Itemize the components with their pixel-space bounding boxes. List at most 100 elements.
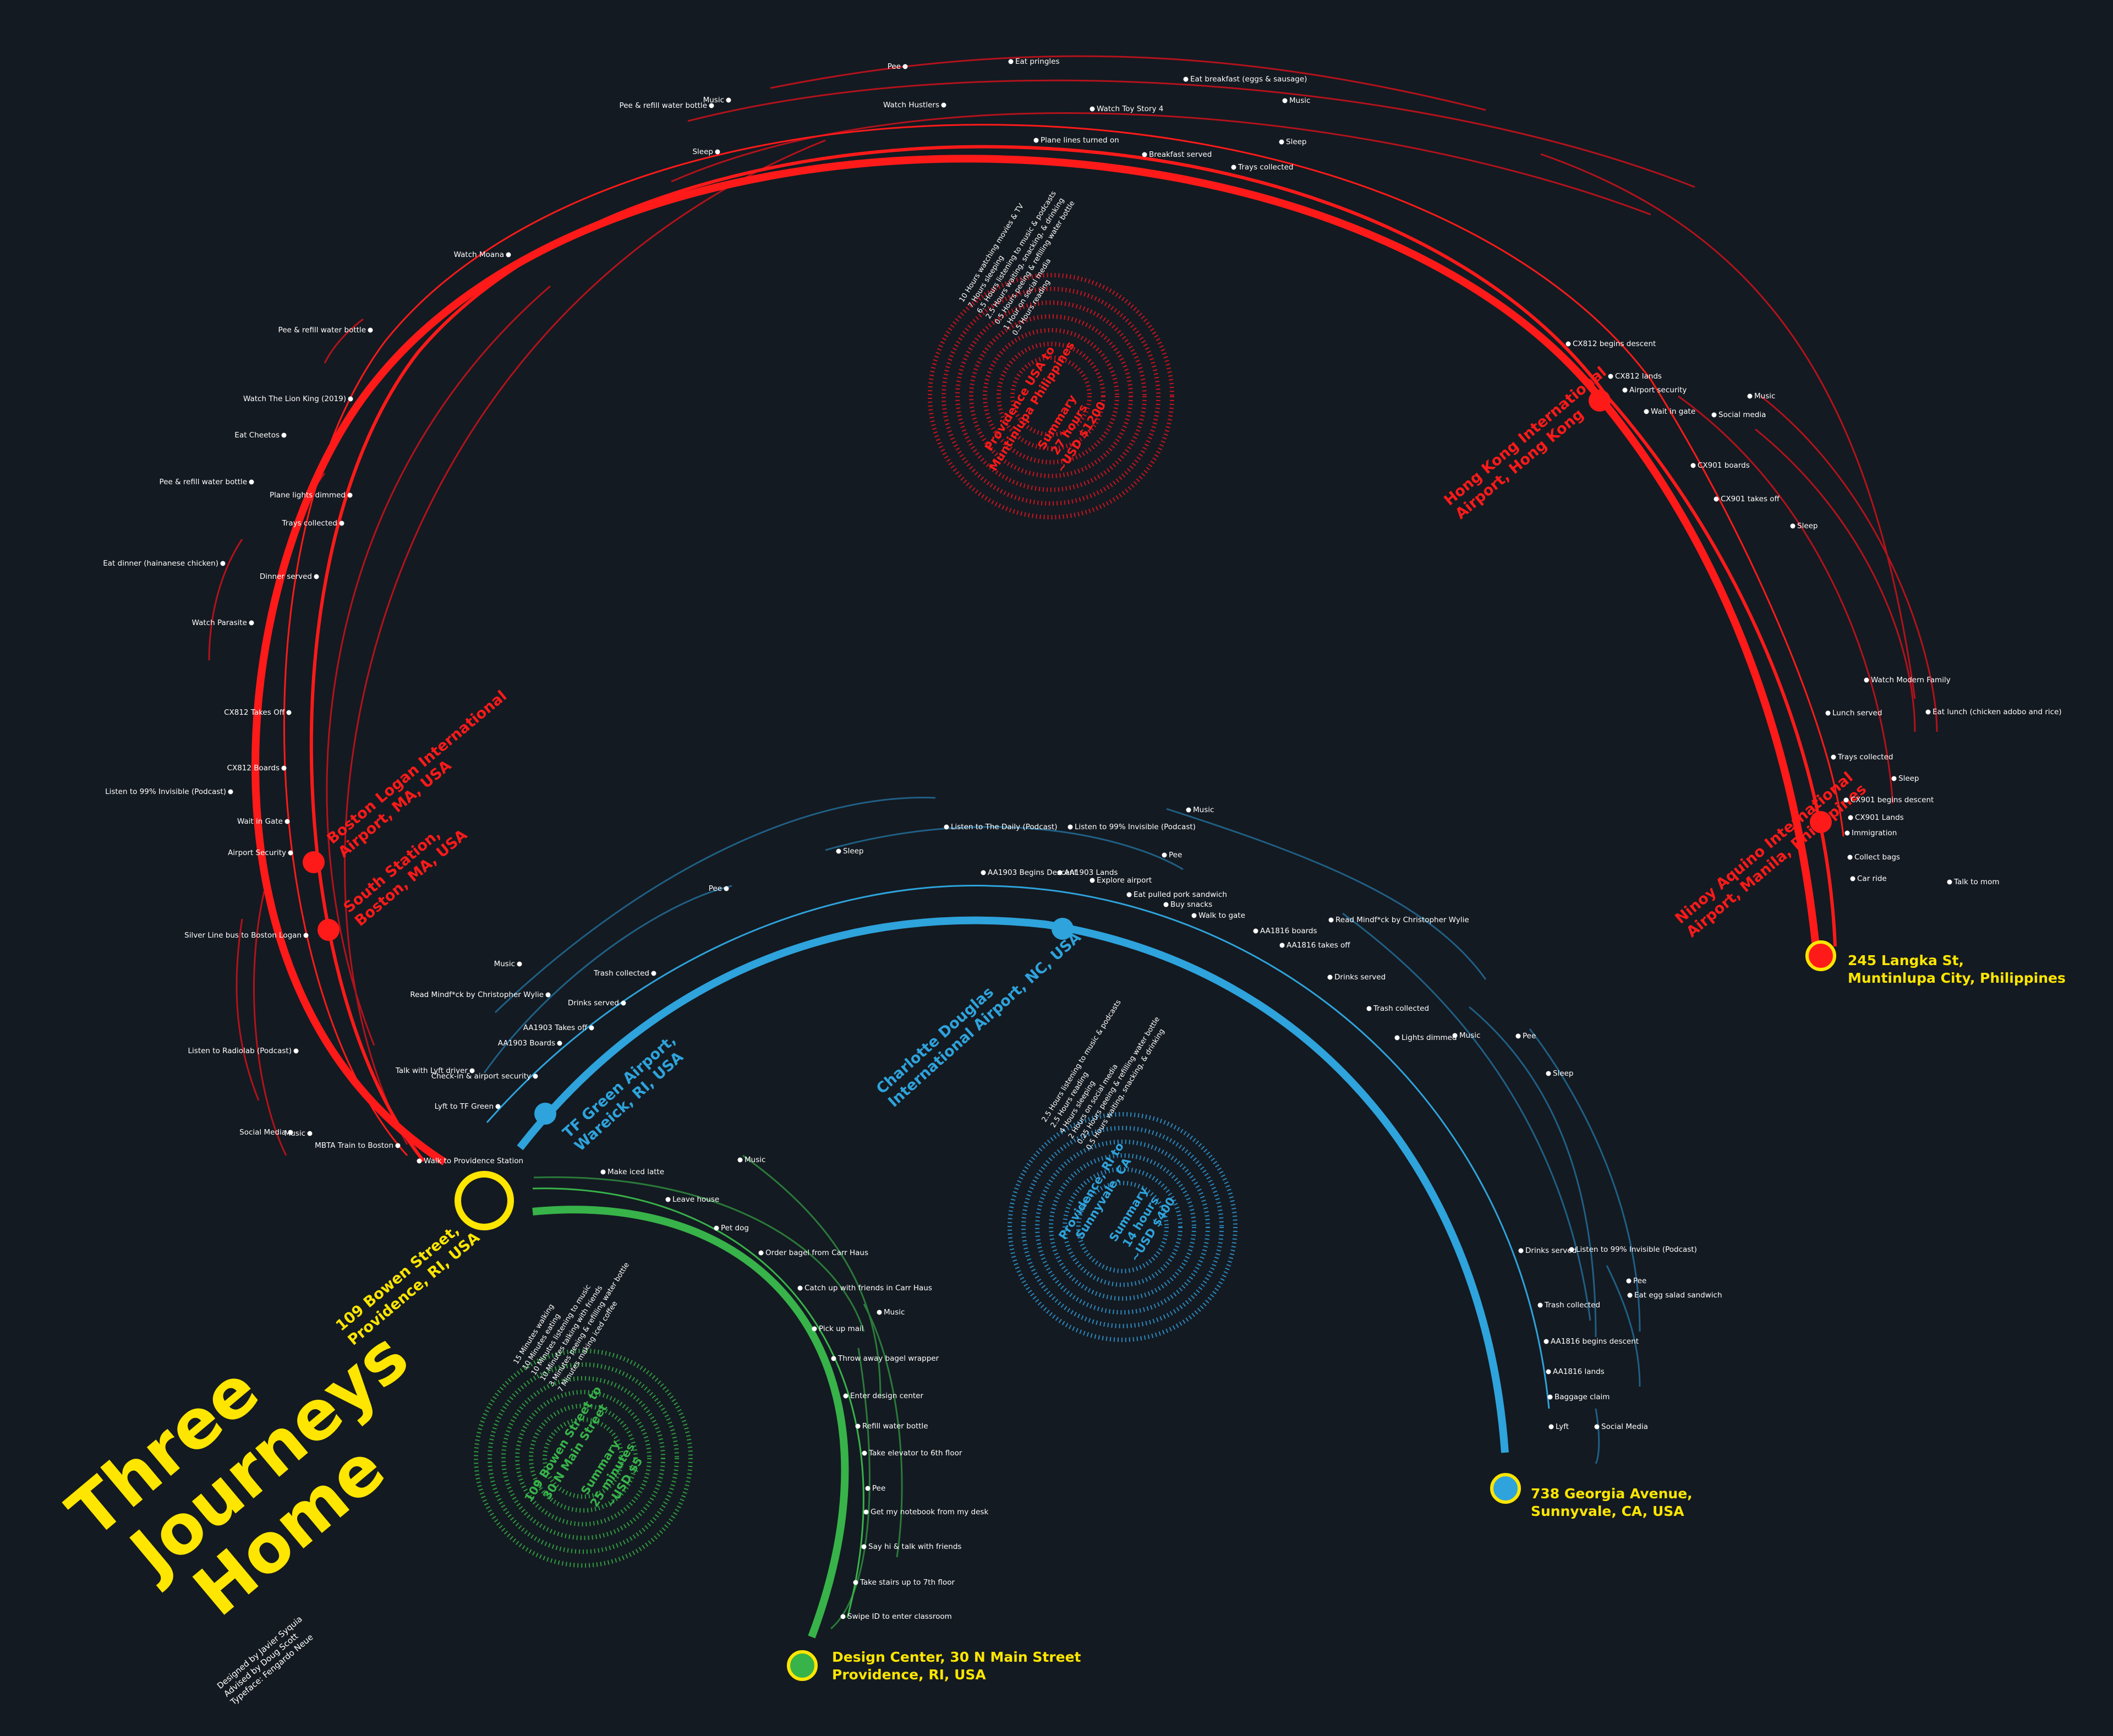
event-item: Read Mindf*ck by Christopher Wylie — [1328, 916, 1469, 924]
event-item: Watch Modern Family — [1864, 676, 1951, 684]
event-label: Music — [884, 1308, 905, 1317]
event-item: Listen to The Daily (Podcast) — [944, 823, 1058, 831]
event-item: Pee — [709, 884, 729, 893]
event-item: Pee & refill water bottle — [278, 326, 373, 335]
event-dot — [862, 1450, 867, 1456]
event-label: Pick up mail — [819, 1324, 863, 1333]
event-dot — [1594, 1424, 1600, 1430]
event-label: Wait in gate — [1651, 407, 1695, 416]
event-item: Music — [703, 96, 731, 105]
event-item: Music — [1186, 806, 1214, 814]
event-dot — [1644, 409, 1649, 414]
event-label: Pee — [888, 62, 901, 71]
event-label: Car ride — [1857, 874, 1887, 883]
event-dot — [1366, 1006, 1372, 1011]
event-item: Watch Toy Story 4 — [1090, 105, 1163, 113]
event-label: Talk with Lyft driver — [395, 1066, 468, 1075]
event-item: Trays collected — [282, 519, 344, 528]
red-summary-rings — [928, 273, 1174, 519]
event-item: Take stairs up to 7th floor — [853, 1578, 955, 1587]
event-dot — [557, 1040, 562, 1046]
event-label: Check-in & airport security — [431, 1072, 531, 1081]
event-label: Music — [1193, 806, 1214, 814]
event-dot — [1690, 463, 1696, 468]
red-stop-markers — [303, 390, 1832, 941]
event-label: Silver Line bus to Boston Logan — [184, 931, 302, 940]
event-label: AA1816 boards — [1260, 927, 1317, 935]
event-label: Baggage claim — [1554, 1393, 1610, 1401]
event-label: AA1903 Begins Descent — [988, 868, 1077, 877]
stop-marker — [534, 1103, 556, 1125]
event-label: Lunch served — [1832, 709, 1882, 718]
event-label: Dinner served — [260, 572, 312, 581]
event-label: Social media — [1718, 410, 1766, 419]
event-label: Get my notebook from my desk — [871, 1508, 988, 1516]
event-item: Music — [1452, 1031, 1480, 1040]
event-dot — [1183, 76, 1189, 82]
event-dot — [281, 765, 287, 771]
event-dot — [1126, 892, 1132, 897]
event-label: Sleep — [1898, 774, 1919, 783]
event-dot — [1626, 1278, 1632, 1284]
event-item: CX812 Takes Off — [224, 708, 292, 717]
event-label: Music — [494, 960, 515, 968]
event-item: Make iced latte — [600, 1168, 664, 1176]
event-label: AA1816 lands — [1553, 1367, 1605, 1376]
event-dot — [417, 1158, 422, 1164]
event-dot — [1090, 106, 1095, 112]
green-secondary-arcs — [533, 1154, 903, 1630]
event-label: AA1816 begins descent — [1551, 1337, 1639, 1346]
event-label: Pee — [709, 884, 722, 893]
event-dot — [1253, 928, 1258, 934]
event-dot — [1622, 387, 1628, 393]
event-label: Say hi & talk with friends — [868, 1542, 961, 1551]
event-label: Watch Parasite — [192, 618, 247, 627]
event-item: Order bagel from Carr Haus — [758, 1248, 868, 1257]
event-label: Listen to 99% Invisible (Podcast) — [105, 787, 226, 796]
event-label: Listen to Radiolab (Podcast) — [188, 1047, 292, 1055]
destination-label-red: 245 Langka St,Muntinlupa City, Philippin… — [1848, 952, 2066, 986]
event-label: AA1816 takes off — [1287, 941, 1350, 950]
event-item: Get my notebook from my desk — [863, 1508, 988, 1516]
event-item: Leave house — [665, 1195, 719, 1204]
event-dot — [1569, 1247, 1574, 1252]
stop-marker — [318, 919, 340, 941]
event-item: CX901 begins descent — [1843, 796, 1934, 804]
event-item: Immigration — [1844, 829, 1897, 837]
event-item: Social Media — [1594, 1422, 1648, 1431]
event-item: CX812 Boards — [227, 764, 287, 773]
event-item: Buy snacks — [1163, 900, 1212, 909]
event-dot — [853, 1580, 858, 1585]
event-label: CX812 Takes Off — [224, 708, 285, 717]
event-dot — [286, 710, 292, 715]
event-label: Eat pulled pork sandwich — [1134, 890, 1227, 899]
event-dot — [249, 479, 254, 485]
event-item: AA1816 lands — [1546, 1367, 1605, 1376]
event-item: Wait in Gate — [237, 817, 290, 826]
event-dot — [715, 149, 720, 155]
event-label: Listen to The Daily (Podcast) — [951, 823, 1058, 831]
event-label: Eat pringles — [1015, 57, 1059, 66]
event-item: Social media — [1711, 410, 1766, 419]
event-label: Watch Toy Story 4 — [1097, 105, 1163, 113]
event-label: Social Media — [239, 1128, 286, 1137]
event-label: Music — [284, 1129, 305, 1138]
event-item: Pee & refill water bottle — [620, 101, 714, 110]
event-item: Listen to 99% Invisible (Podcast) — [1569, 1245, 1697, 1254]
event-item: Trash collected — [1366, 1004, 1429, 1013]
event-dot — [495, 1104, 501, 1109]
event-dot — [1711, 412, 1717, 418]
event-item: Sleep — [692, 147, 720, 156]
event-dot — [1627, 1293, 1633, 1298]
event-label: Trays collected — [1837, 753, 1893, 762]
event-item: Pee — [1626, 1277, 1646, 1285]
event-dot — [1279, 139, 1284, 145]
event-dot — [812, 1326, 817, 1332]
event-label: Listen to 99% Invisible (Podcast) — [1576, 1245, 1697, 1254]
event-label: Refill water bottle — [862, 1422, 928, 1431]
event-item: Eat pulled pork sandwich — [1126, 890, 1227, 899]
event-label: Eat dinner (hainanese chicken) — [103, 559, 218, 568]
event-item: Trash collected — [1537, 1301, 1600, 1310]
